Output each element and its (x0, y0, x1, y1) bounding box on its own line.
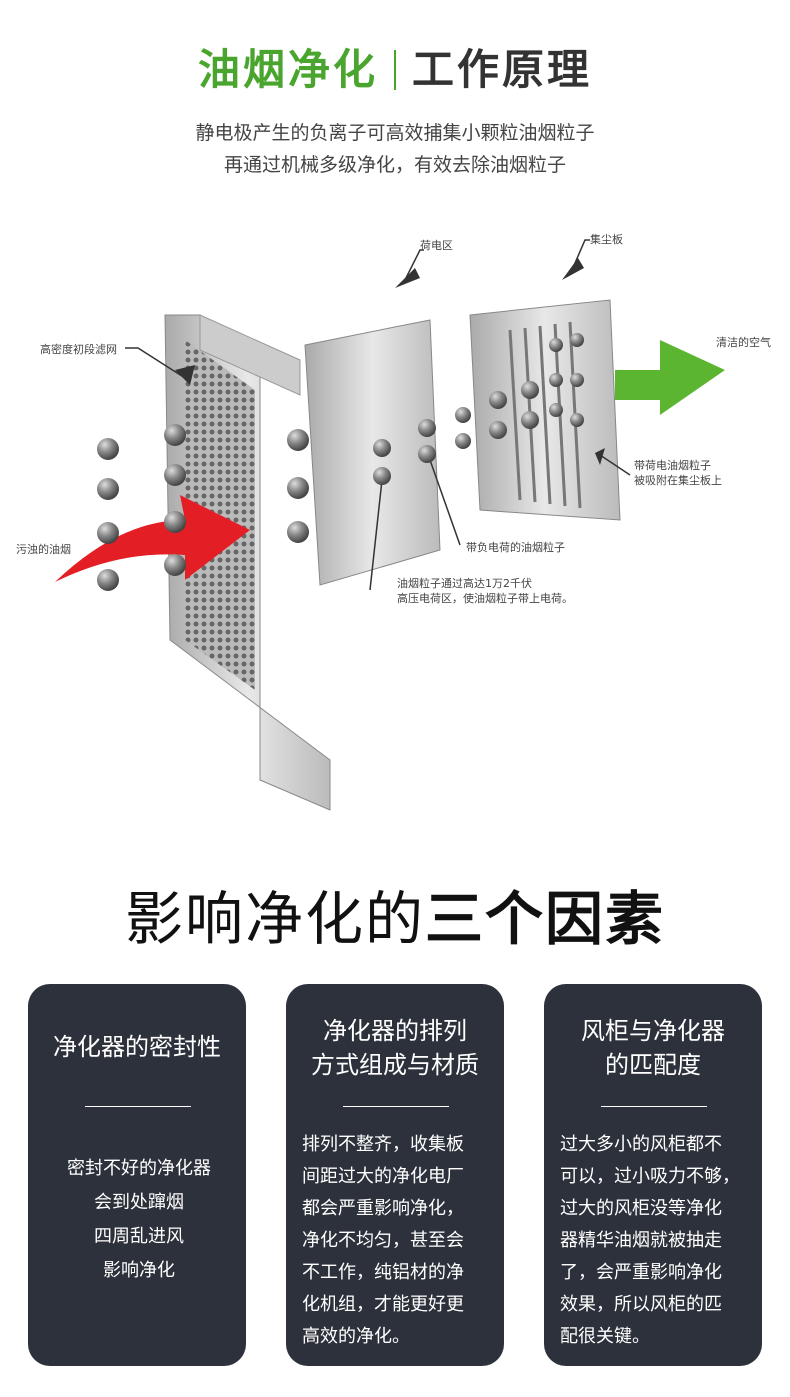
label-high-voltage-1: 油烟粒子通过高达1万2千伏 (397, 577, 532, 590)
card-divider (601, 1106, 707, 1107)
label-high-voltage-2: 高压电荷区，使油烟粒子带上电荷。 (397, 592, 573, 605)
charge-zone-panel (304, 319, 441, 586)
card-body-line: 净化不均匀，甚至会 (302, 1230, 464, 1251)
card-divider (85, 1106, 191, 1107)
label-negative-particles: 带负电荷的油烟粒子 (466, 541, 565, 554)
factor-card-sealing: 净化器的密封性 密封不好的净化器 会到处蹿烟 四周乱进风 影响净化 (28, 984, 246, 1366)
card-body-line: 影响净化 (103, 1260, 175, 1281)
factor-card-fan-matching: 风柜与净化器的匹配度 过大多小的风柜都不 可以，过小吸力不够， 过大的风柜没等净… (544, 984, 762, 1366)
card-body: 密封不好的净化器 会到处蹿烟 四周乱进风 影响净化 (44, 1152, 234, 1288)
label-dirty-smoke: 污浊的油烟 (16, 543, 71, 556)
card-title: 风柜与净化器的匹配度 (544, 1014, 762, 1082)
diagram-illustration (55, 239, 725, 811)
title-dark: 工作原理 (412, 45, 593, 94)
card-body-line: 化机组，才能更好更 (302, 1294, 464, 1315)
card-body-line: 高效的净化。 (302, 1326, 410, 1347)
card-body: 排列不整齐，收集板 间距过大的净化电厂 都会严重影响净化， 净化不均匀，甚至会 … (302, 1129, 492, 1353)
label-charge-zone: 荷电区 (420, 239, 453, 252)
card-title-line: 的匹配度 (605, 1051, 701, 1079)
collector-plates (508, 321, 582, 509)
card-body-line: 都会严重影响净化， (302, 1198, 464, 1219)
factors-heading-normal: 影响净化的 (124, 885, 425, 953)
label-collector: 集尘板 (590, 233, 623, 246)
card-body-line: 排列不整齐，收集板 (302, 1134, 464, 1155)
card-body-line: 过大多小的风柜都不 (560, 1134, 722, 1155)
card-body-line: 配很关键。 (560, 1326, 650, 1347)
card-body-line: 效果，所以风柜的匹 (560, 1294, 722, 1315)
card-body-line: 会到处蹿烟 (94, 1192, 184, 1213)
label-clean-air: 清洁的空气 (716, 336, 771, 349)
inflow-arrow (55, 495, 250, 582)
card-body-line: 器精华油烟就被抽走 (560, 1230, 722, 1251)
title-divider (394, 50, 396, 90)
card-title: 净化器的密封性 (28, 1030, 246, 1064)
particles (97, 333, 584, 591)
label-charged-adsorbed-1: 带荷电油烟粒子 (634, 459, 711, 472)
card-title-line: 净化器的密封性 (53, 1033, 221, 1061)
outflow-arrow (615, 340, 725, 415)
label-prefilter: 高密度初段滤网 (40, 343, 117, 356)
card-body-line: 密封不好的净化器 (67, 1158, 211, 1179)
label-charged-adsorbed-2: 被吸附在集尘板上 (634, 474, 722, 487)
card-divider (343, 1106, 449, 1107)
title-green: 油烟净化 (197, 45, 378, 94)
card-title-line: 净化器的排列 (323, 1017, 467, 1045)
page-title: 油烟净化工作原理 (0, 36, 790, 97)
card-body-line: 不工作，纯铝材的净 (302, 1262, 464, 1283)
top-rail (199, 314, 301, 396)
factors-heading-bold: 三个因素 (425, 885, 666, 953)
card-title-line: 方式组成与材质 (311, 1051, 479, 1079)
card-body-line: 间距过大的净化电厂 (302, 1166, 464, 1187)
purifier-diagram: 荷电区 集尘板 高密度初段滤网 清洁的空气 污浊的油烟 带荷电油烟粒子 被吸附在… (0, 220, 790, 820)
card-body-line: 四周乱进风 (94, 1226, 184, 1247)
card-body-line: 了，会严重影响净化 (560, 1262, 722, 1283)
card-title: 净化器的排列方式组成与材质 (286, 1014, 504, 1082)
card-body-line: 可以，过小吸力不够， (560, 1166, 740, 1187)
factors-heading: 影响净化的三个因素 (0, 872, 790, 956)
card-title-line: 风柜与净化器 (581, 1017, 725, 1045)
card-body-line: 过大的风柜没等净化 (560, 1198, 722, 1219)
card-body: 过大多小的风柜都不 可以，过小吸力不够， 过大的风柜没等净化 器精华油烟就被抽走… (560, 1129, 750, 1353)
factor-card-arrangement: 净化器的排列方式组成与材质 排列不整齐，收集板 间距过大的净化电厂 都会严重影响… (286, 984, 504, 1366)
subtitle-line-2: 再通过机械多级净化，有效去除油烟粒子 (223, 154, 566, 176)
subtitle-line-1: 静电极产生的负离子可高效捕集小颗粒油烟粒子 (195, 122, 595, 144)
